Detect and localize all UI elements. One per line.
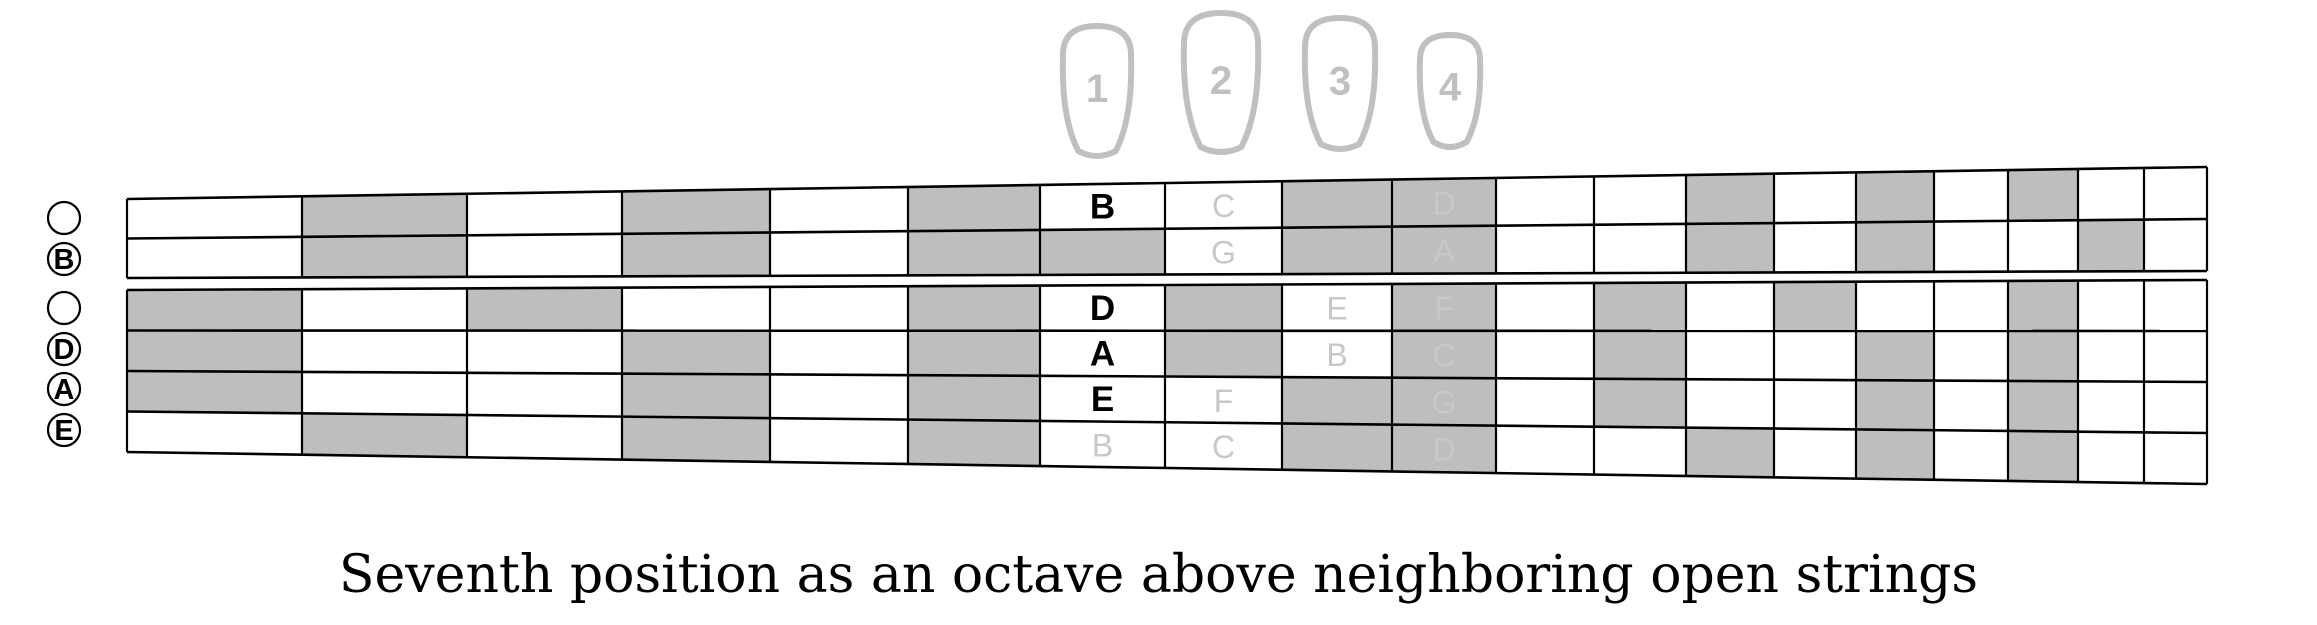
neck-edge (126, 278, 2208, 292)
neck-edge (126, 269, 2208, 280)
finger-number: 1 (1086, 67, 1108, 111)
shaded-cell (1040, 228, 1165, 275)
shaded-cell (2008, 380, 2078, 432)
shaded-cell (1392, 330, 1496, 379)
open-string-label: E (54, 415, 73, 447)
shaded-cell (622, 330, 770, 375)
string-line (126, 410, 2208, 435)
open-string-label: B (54, 244, 75, 276)
shaded-cell (1392, 177, 1496, 227)
ghost-note-label: F (1434, 290, 1454, 326)
open-string-circle (46, 371, 82, 407)
ghost-note-label: C (1212, 429, 1235, 465)
shaded-cell (1392, 424, 1496, 474)
shaded-cell (302, 235, 467, 278)
finger-marker (1180, 9, 1262, 155)
open-string-circle (46, 412, 82, 448)
shaded-cell (622, 373, 770, 419)
finger-marker (1301, 14, 1379, 152)
ghost-note-label: C (1212, 188, 1235, 224)
shaded-cell (1774, 281, 1856, 331)
open-string-circle (46, 241, 82, 277)
shaded-cell (908, 229, 1040, 276)
shaded-cell (1686, 427, 1774, 478)
shaded-cell (1392, 283, 1496, 331)
shaded-cell (622, 232, 770, 277)
shaded-cell (2008, 430, 2078, 482)
note-label: B (1090, 188, 1115, 227)
neck-edge (126, 165, 2208, 201)
ghost-note-label: A (1433, 233, 1455, 269)
shaded-cell (1282, 423, 1392, 472)
upper-neck: B B C D G A (46, 165, 2209, 280)
shaded-cell (908, 419, 1040, 466)
shaded-cell (1165, 330, 1282, 378)
finger-number: 3 (1329, 60, 1351, 104)
finger-markers: 1 2 3 4 (1059, 9, 1484, 159)
shaded-cell (467, 287, 622, 331)
shaded-cell (908, 330, 1040, 376)
shaded-cell (127, 371, 302, 414)
shaded-cell (1392, 225, 1496, 274)
shaded-cell (1856, 221, 1934, 273)
ghost-note-label: B (1326, 337, 1347, 373)
shaded-cell (1594, 378, 1686, 428)
ghost-note-label: C (1432, 337, 1455, 373)
shaded-cell (1594, 282, 1686, 331)
ghost-note-label: D (1432, 185, 1455, 221)
ghost-note-label: G (1211, 234, 1236, 270)
shaded-cell (302, 193, 467, 237)
shaded-cell (2008, 280, 2078, 331)
diagram-caption: Seventh position as an octave above neig… (338, 545, 1979, 605)
note-label: D (1090, 289, 1115, 328)
shaded-cell (1686, 223, 1774, 273)
ghost-note-label: F (1214, 383, 1234, 419)
string-line (126, 217, 2208, 240)
shaded-cell (1594, 330, 1686, 380)
shaded-cell (1856, 429, 1934, 480)
ghost-note-label: G (1432, 385, 1457, 421)
finger-number: 4 (1439, 66, 1462, 110)
ghost-note-label: E (1326, 290, 1347, 326)
shaded-cell (1282, 226, 1392, 275)
shaded-cell (1856, 380, 1934, 431)
shaded-cell (302, 413, 467, 458)
ghost-note-label: D (1432, 432, 1455, 468)
open-string-label: A (54, 374, 75, 406)
shaded-cell (2078, 219, 2144, 272)
open-string-circle (46, 200, 82, 236)
shaded-cell (127, 289, 302, 331)
shaded-cell (1686, 173, 1774, 224)
shaded-cell (622, 416, 770, 462)
shaded-cell (1165, 284, 1282, 331)
open-string-circle (46, 331, 82, 367)
shaded-cell (1282, 377, 1392, 425)
shaded-cell (1856, 330, 1934, 381)
shaded-cell (1392, 377, 1496, 426)
finger-number: 2 (1210, 59, 1232, 103)
shaded-cell (2008, 169, 2078, 221)
open-string-circle (46, 290, 82, 326)
shaded-cell (622, 189, 770, 234)
open-string-label: D (54, 334, 75, 366)
string-line (126, 369, 2208, 384)
note-label: E (1091, 380, 1114, 419)
note-label: A (1090, 334, 1115, 373)
finger-marker (1416, 31, 1484, 150)
finger-marker (1059, 22, 1135, 159)
shaded-cell (908, 285, 1040, 331)
shaded-cell (908, 375, 1040, 421)
shaded-cell (1282, 179, 1392, 228)
shaded-cell (1856, 171, 1934, 223)
string-line (126, 329, 2208, 333)
shaded-cell (2008, 331, 2078, 382)
shaded-cell (127, 330, 302, 372)
neck-edge (126, 450, 2208, 486)
shaded-cell (908, 185, 1040, 232)
ghost-note-label: B (1092, 427, 1113, 463)
